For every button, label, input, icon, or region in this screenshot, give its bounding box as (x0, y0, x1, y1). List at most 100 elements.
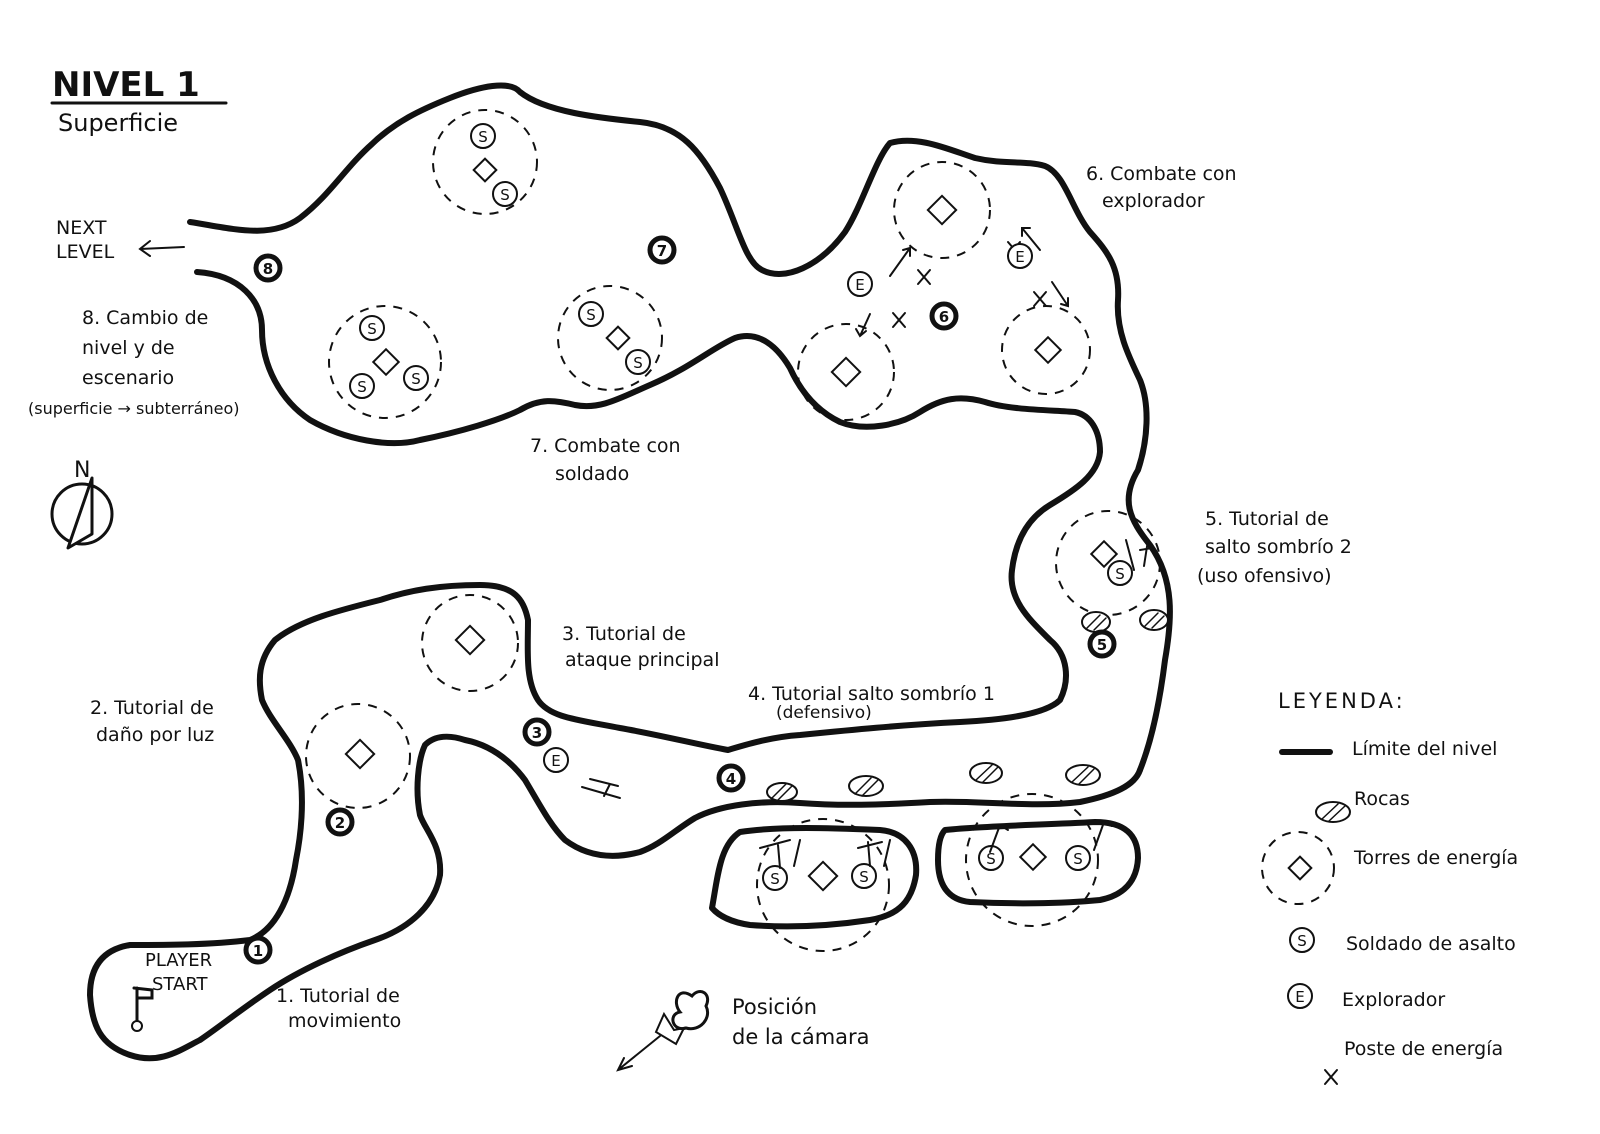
energy-tower-icon (1033, 335, 1063, 365)
next-level-exit: NEXT LEVEL (56, 217, 185, 263)
tower-range (421, 594, 519, 692)
annotation-1: 1. Tutorial de movimiento (276, 985, 401, 1032)
soldier-icon: S (349, 373, 375, 399)
svg-text:8: 8 (263, 260, 273, 278)
svg-text:3. Tutorial de: 3. Tutorial de (562, 623, 686, 645)
svg-text:6: 6 (939, 308, 949, 326)
svg-text:(superficie → subterráneo): (superficie → subterráneo) (28, 399, 239, 418)
level-boundary (87, 82, 1173, 1062)
legend-soldier-icon: S (1289, 927, 1315, 953)
svg-text:salto sombrío 2: salto sombrío 2 (1205, 536, 1352, 558)
wall-rock-island-1 (709, 825, 920, 930)
marker-5: 5 (1087, 629, 1117, 659)
energy-tower-icon (605, 325, 631, 351)
svg-text:S: S (478, 128, 488, 146)
svg-text:S: S (770, 870, 780, 888)
energy-post-icon (892, 312, 906, 328)
explorer-icon: E (543, 747, 569, 773)
marker-3: 3 (522, 717, 552, 747)
soldier-icon: S (578, 301, 604, 327)
annotation-6: 6. Combate con explorador (1086, 163, 1237, 212)
legend-item-energy-post: Poste de energía (1344, 1038, 1503, 1060)
arrow-down-left-icon (616, 1035, 661, 1072)
legend-item-boundary: Límite del nivel (1352, 738, 1497, 760)
svg-text:2. Tutorial de: 2. Tutorial de (90, 697, 214, 719)
svg-text:S: S (357, 378, 367, 396)
flag-icon (132, 986, 154, 1026)
soldier-icon: S (625, 349, 651, 375)
rocks (766, 609, 1351, 823)
level-title: NIVEL 1 (52, 65, 200, 105)
svg-text:S: S (1073, 850, 1083, 868)
annotation-3: 3. Tutorial de ataque principal (562, 623, 719, 671)
legend-item-soldier: Soldado de asalto (1346, 933, 1516, 955)
svg-text:de la cámara: de la cámara (732, 1025, 870, 1049)
svg-text:NEXT: NEXT (56, 217, 107, 239)
svg-text:START: START (152, 974, 209, 995)
marker-1: 1 (243, 935, 273, 965)
annotation-2: 2. Tutorial de daño por luz (90, 697, 214, 746)
tower-range (557, 285, 663, 391)
svg-text:5: 5 (1097, 636, 1107, 654)
wall-outer-north-left (87, 269, 1143, 1062)
energy-towers (305, 109, 1161, 952)
svg-text:(defensivo): (defensivo) (776, 703, 872, 723)
soldier-icon: S (470, 123, 496, 149)
marker-4: 4 (716, 763, 746, 793)
camera-position: Posición de la cámara (616, 990, 870, 1072)
legend-explorer-icon: E (1287, 983, 1313, 1009)
wall-rock-island-2 (935, 819, 1141, 907)
soldier-icon: S (978, 845, 1004, 871)
marker-7: 7 (647, 235, 677, 265)
svg-text:E: E (855, 276, 864, 294)
checkpoint-markers: 1 2 3 4 5 6 7 8 (243, 235, 1117, 965)
legend-item-rocks: Rocas (1354, 788, 1410, 810)
svg-text:Posición: Posición (732, 995, 817, 1019)
svg-text:S: S (859, 868, 869, 886)
svg-text:S: S (586, 306, 596, 324)
svg-text:6. Combate con: 6. Combate con (1086, 163, 1237, 185)
legend-tower-icon (1287, 855, 1313, 881)
svg-text:escenario: escenario (82, 367, 174, 389)
player-start-text: START (152, 974, 209, 995)
svg-text:ataque principal: ataque principal (565, 649, 719, 671)
annotation-5: 5. Tutorial de salto sombrío 2 (uso ofen… (1197, 508, 1352, 587)
svg-text:4. Tutorial salto sombrío 1: 4. Tutorial salto sombrío 1 (748, 683, 995, 705)
annotations: 1. Tutorial de movimiento 2. Tutorial de… (28, 163, 1352, 1032)
rock-icon (1065, 764, 1101, 786)
arrow-left-icon (138, 240, 185, 257)
energy-post-icon (1033, 291, 1047, 307)
svg-text:3: 3 (532, 724, 542, 742)
svg-text:4: 4 (726, 770, 736, 788)
next-level-text: NEXT (56, 217, 107, 239)
compass-icon: N (50, 458, 114, 550)
energy-tower-icon (1018, 842, 1048, 872)
legend-rock-icon (1315, 801, 1351, 823)
soldier-icon: S (359, 315, 385, 341)
svg-text:soldado: soldado (555, 463, 629, 485)
svg-text:E: E (551, 752, 560, 770)
soldier-icon: S (1065, 845, 1091, 871)
marker-2: 2 (325, 807, 355, 837)
svg-text:movimiento: movimiento (288, 1010, 401, 1032)
legend-item-explorer: Explorador (1342, 989, 1445, 1011)
annotation-4: 4. Tutorial salto sombrío 1 (defensivo) (748, 683, 995, 723)
soldier-icon: S (1107, 560, 1133, 586)
tower-range (328, 305, 442, 419)
soldier-icon: S (403, 365, 429, 391)
wall-outer-north (187, 82, 1173, 773)
svg-text:1. Tutorial de: 1. Tutorial de (276, 985, 400, 1007)
player-start: PLAYER START (131, 950, 212, 1032)
energy-tower-icon (807, 860, 839, 892)
svg-text:5. Tutorial de: 5. Tutorial de (1205, 508, 1329, 530)
energy-tower-icon (472, 157, 498, 183)
tower-range (305, 703, 411, 809)
legend-title: LEYENDA: (1278, 689, 1406, 713)
svg-text:S: S (411, 370, 421, 388)
tower-range (1055, 510, 1161, 616)
svg-text:1: 1 (253, 942, 263, 960)
tower-range (756, 818, 890, 952)
soldier-icon: S (492, 181, 518, 207)
